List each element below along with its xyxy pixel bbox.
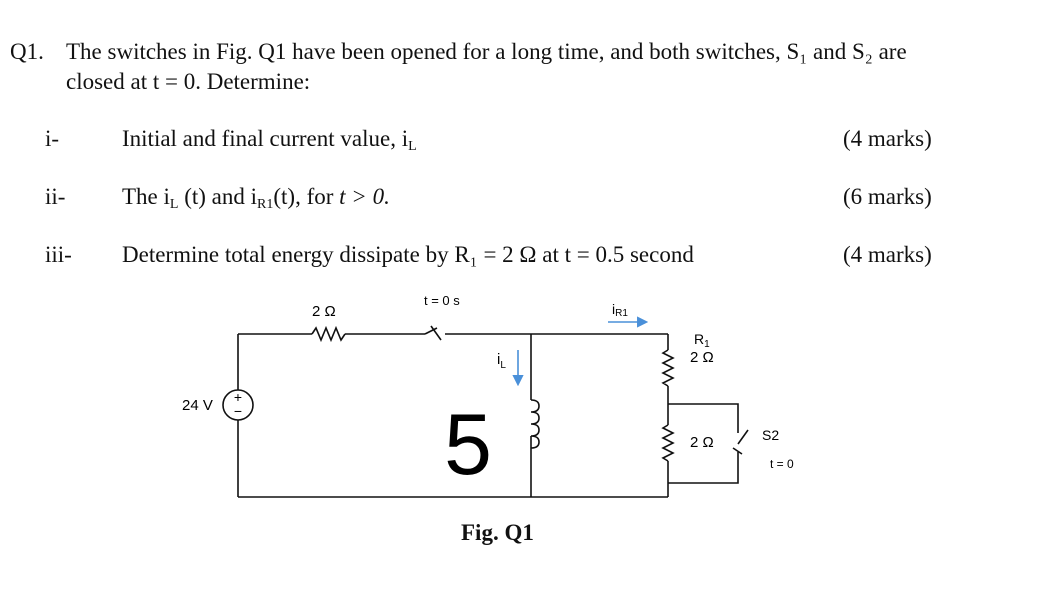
part-ii-sub-a: L — [169, 197, 179, 212]
question-line-2: closed at t = 0. Determine: — [66, 69, 311, 94]
part-i-sub: L — [408, 139, 417, 154]
part-ii-number: ii- — [45, 184, 66, 209]
part-i-marks: (4 marks) — [843, 126, 932, 151]
part-ii-text: The iL (t) and iR1(t), for t > 0. — [122, 184, 390, 213]
s2-label: S2 — [762, 427, 779, 443]
part-ii-marks: (6 marks) — [843, 184, 932, 209]
resistor-r2 — [661, 424, 675, 462]
resistor-top — [311, 325, 346, 343]
r1-name: R1 — [694, 331, 710, 350]
question-line-1: The switches in Fig. Q1 have been opened… — [66, 39, 907, 64]
source-minus: − — [234, 403, 242, 419]
switch-2 — [732, 429, 749, 455]
inductor-value: 5 — [444, 397, 492, 493]
wire-s2-top — [668, 403, 739, 433]
figure-caption: Fig. Q1 — [461, 520, 534, 545]
r-top-label: 2 Ω — [312, 303, 336, 320]
resistor-r1 — [661, 349, 675, 387]
part-i-text-main: Initial and final current value, i — [122, 126, 409, 151]
ir1-label: iR1 — [612, 301, 628, 319]
switch1-label: t = 0 s — [424, 293, 460, 308]
r1-value: 2 Ω — [690, 349, 714, 366]
part-ii-text-c: (t), for — [273, 184, 340, 209]
part-ii-text-b: (t) and i — [178, 184, 258, 209]
source-label: 24 V — [182, 397, 213, 414]
source-plus: + — [234, 389, 242, 405]
il-label: iL — [497, 351, 506, 371]
question-number: Q1. — [10, 39, 44, 64]
r2-value: 2 Ω — [690, 434, 714, 451]
s2-time: t = 0 — [770, 457, 794, 471]
wire-s2-bottom — [668, 452, 739, 484]
part-ii-italic: t > 0. — [339, 184, 390, 209]
part-i-text: Initial and final current value, iL — [122, 126, 417, 155]
voltage-source — [222, 389, 254, 421]
part-i-number: i- — [45, 126, 60, 151]
inductor — [530, 399, 540, 449]
switch-1 — [424, 325, 442, 341]
part-ii-text-a: The i — [122, 184, 170, 209]
part-ii-sub-b: R1 — [257, 197, 274, 212]
part-iii-marks: (4 marks) — [843, 242, 932, 267]
part-iii-number: iii- — [45, 242, 72, 267]
part-iii-text: Determine total energy dissipate by R₁ =… — [122, 242, 694, 267]
